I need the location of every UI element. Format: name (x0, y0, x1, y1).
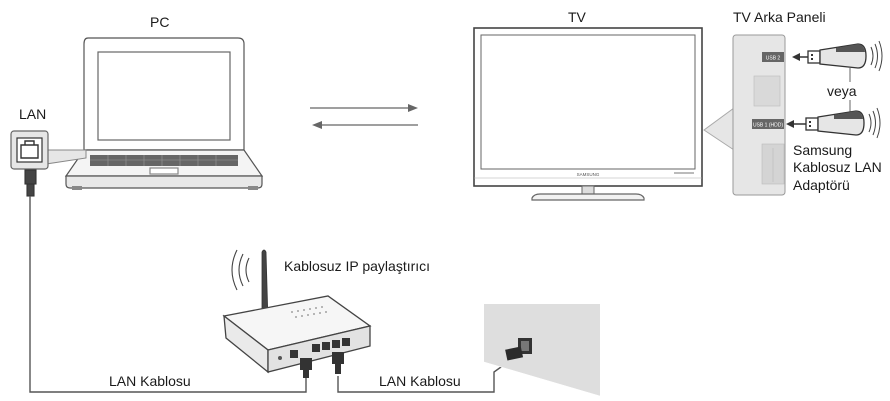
usb2-port-label: USB 2 (766, 56, 781, 62)
laptop-lan-plug (24, 169, 37, 197)
tv-back-panel-label: TV Arka Paneli (733, 9, 826, 25)
pc-label: PC (150, 14, 170, 30)
lan-cable-left-label: LAN Kablosu (109, 373, 191, 389)
adapter-label-line1: Samsung (793, 142, 853, 158)
usb-dongle-bottom (786, 107, 881, 139)
tv-brand-logo: SAMSUNG (577, 172, 600, 177)
tv-back-panel-callout (703, 107, 735, 151)
adapter-label-line2: Kablosuz LAN (793, 159, 882, 175)
usb-dongle-top (792, 40, 883, 72)
tv-icon: SAMSUNG (473, 27, 703, 201)
lan-cable-right (337, 361, 509, 393)
wireless-router-icon (222, 249, 372, 378)
laptop-lan-port-callout (10, 130, 87, 170)
lan-port-label: LAN (19, 106, 47, 122)
laptop-icon (64, 37, 264, 190)
wifi-signal-icon (231, 249, 250, 291)
lan-cable-left (29, 196, 307, 393)
wall-lan-port-icon (483, 304, 601, 397)
tv-label: TV (568, 9, 586, 25)
lan-cable-right-label: LAN Kablosu (379, 373, 461, 389)
adapter-label-line3: Adaptörü (793, 177, 850, 193)
data-flow-arrows (310, 104, 418, 129)
router-label: Kablosuz IP paylaştırıcı (284, 258, 431, 274)
usb1-port-label: USB 1 (HDD) (753, 123, 783, 129)
veya-label: veya (827, 83, 857, 99)
tv-back-panel: USB 2 USB 1 (HDD) (732, 34, 786, 196)
